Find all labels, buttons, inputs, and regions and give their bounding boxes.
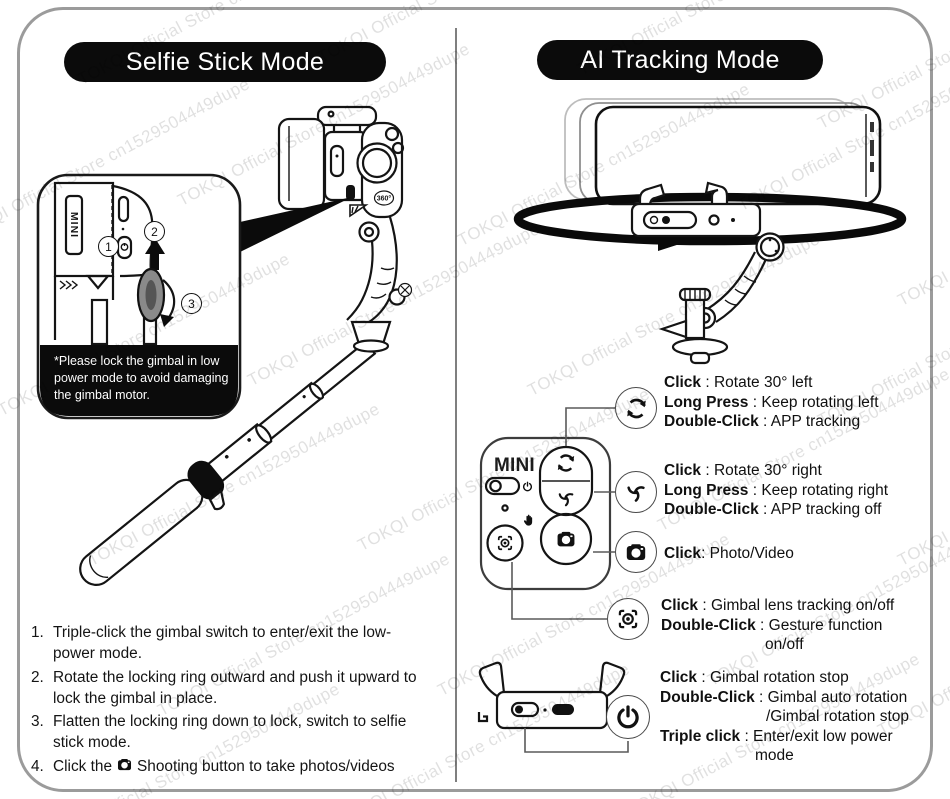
clamp-power-switch: [510, 701, 540, 718]
remote-shutter-button: [539, 512, 593, 566]
step-marker-1: 1: [98, 236, 119, 257]
remote-mini-label: MINI: [494, 455, 535, 476]
title-text: AI Tracking Mode: [580, 45, 780, 74]
inset-pointer-wedge: [240, 197, 352, 252]
panel-divider: [455, 28, 457, 782]
low-power-warning-note: *Please lock the gimbal in low power mod…: [54, 354, 229, 402]
tracking-icon: [607, 598, 649, 640]
page-border: [17, 7, 933, 792]
rotation-ring: [513, 192, 907, 246]
step-marker-3: 3: [181, 293, 202, 314]
remote-control: [479, 436, 612, 591]
power-button-callout: Click : Gimbal rotation stop Double-Clic…: [660, 669, 910, 764]
ai-tracking-mode-title: AI Tracking Mode: [537, 40, 823, 80]
remote-tracking-button: [486, 524, 524, 562]
remote-power-toggle: [484, 476, 521, 496]
clamp-top-view: [477, 661, 627, 730]
shooting-button-icon: [117, 758, 132, 770]
usb-port: [117, 195, 130, 223]
tripod-mount: [658, 287, 729, 365]
photo-video-callout: Click: Photo/Video: [664, 545, 794, 562]
rotate-right-callout: Click : Rotate 30° right Long Press : Ke…: [664, 462, 889, 518]
inset-mini-label: MINI: [68, 211, 80, 239]
selfie-stick-illustration: 360°: [79, 105, 413, 586]
rotate-left-callout: Click : Rotate 30° left Long Press : Kee…: [664, 374, 879, 430]
power-icon: [606, 695, 650, 739]
shutter-icon: [615, 531, 657, 573]
phone: [594, 105, 882, 206]
selfie-stick-mode-title: Selfie Stick Mode: [64, 42, 386, 82]
remote-led: [501, 504, 509, 512]
instruction-item: 3. Flatten the locking ring down to lock…: [31, 713, 407, 752]
shutter-icon: [557, 531, 575, 547]
title-text: Selfie Stick Mode: [125, 47, 325, 76]
ai-tracking-illustration: [513, 98, 907, 365]
callout-connectors: [511, 407, 629, 753]
gimbal-detail-inset: [36, 173, 352, 420]
step-marker-2: 2: [144, 221, 165, 242]
lens-tracking-callout: Click : Gimbal lens tracking on/off Doub…: [661, 597, 895, 653]
rotate-right-icon: [615, 471, 657, 513]
selfie-stick-instructions: 1. Triple-click the gimbal switch to ent…: [31, 622, 451, 779]
rotate-left-icon: [615, 387, 657, 429]
instruction-item: 2. Rotate the locking ring outward and p…: [31, 668, 417, 707]
instruction-item: 1. Triple-click the gimbal switch to ent…: [31, 624, 392, 663]
gimbal-360-logo: 360°: [377, 195, 392, 203]
